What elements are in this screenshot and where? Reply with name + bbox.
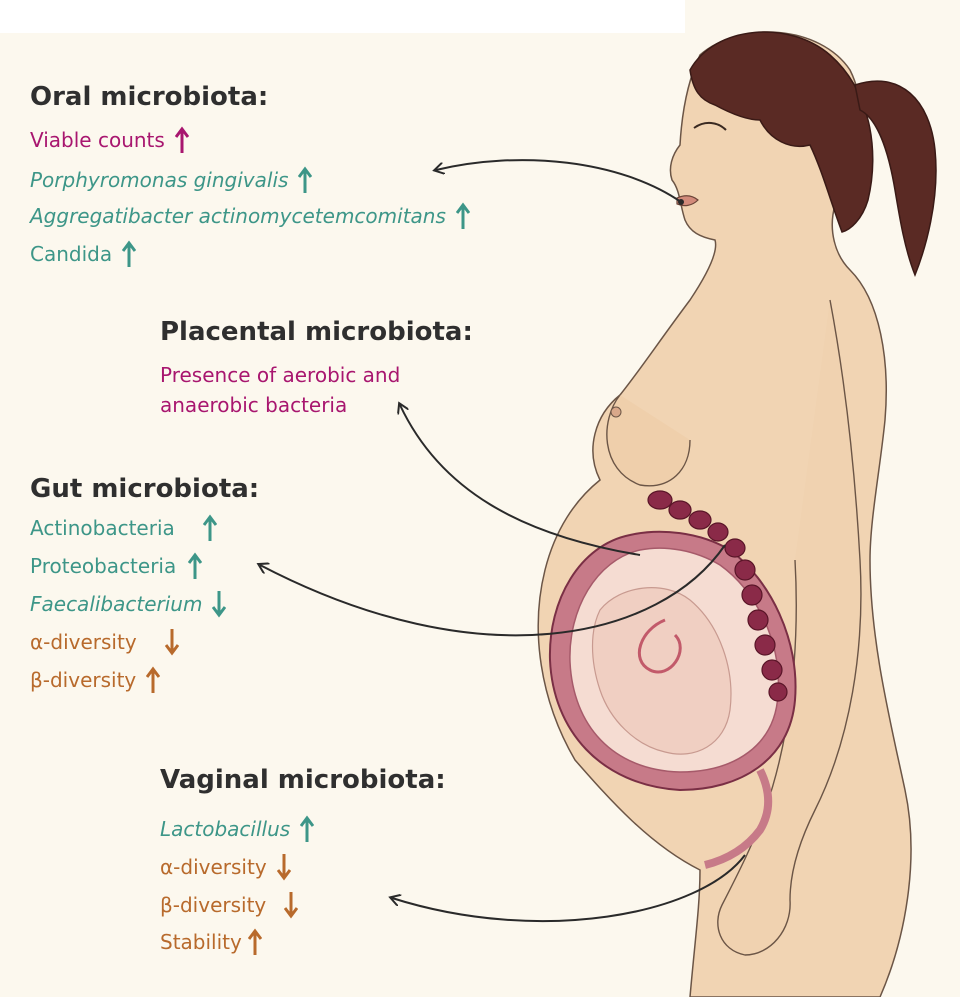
nipple: [610, 406, 622, 418]
arrow-up-icon: [122, 240, 137, 267]
arrow-up-icon: [455, 202, 470, 229]
arrow-up-icon: [202, 514, 217, 541]
placental-pointer-arrow: [400, 405, 641, 556]
oral-item-label: Aggregatibacter actinomycetemcomitans: [30, 204, 446, 228]
vaginal-item-label: α-diversity: [160, 855, 267, 879]
placental-line-1: Presence of aerobic and: [160, 363, 401, 387]
arrow-down-icon: [276, 854, 291, 881]
breast: [606, 394, 691, 487]
gut-heading: Gut microbiota:: [30, 474, 260, 504]
gut-item-faecalibacterium: Faecalibacterium: [30, 590, 227, 618]
oral-item-candida: Candida: [30, 240, 137, 268]
placental-heading: Placental microbiota:: [160, 317, 473, 347]
gut-item-label: Proteobacteria: [30, 554, 177, 578]
umbilical-cord: [637, 618, 682, 674]
vaginal-item-stability: Stability: [160, 928, 262, 956]
arrow-down-icon: [284, 892, 299, 919]
gut-item-label: Actinobacteria: [30, 516, 175, 540]
intestines: [647, 490, 788, 702]
gut-item-label: α-diversity: [30, 630, 137, 654]
oral-item-viable-counts: Viable counts: [30, 126, 189, 154]
arrow-down-icon: [164, 629, 179, 656]
vaginal-pointer-arrow: [392, 854, 746, 923]
hair: [689, 31, 874, 233]
gut-item-beta-diversity: β-diversity: [30, 666, 161, 694]
gut-pointer-arrow: [260, 544, 726, 637]
gut-item-alpha-diversity: α-diversity: [30, 628, 179, 656]
oral-pointer-arrow: [436, 159, 682, 203]
arrow-up-icon: [300, 815, 315, 842]
vaginal-item-alpha-diversity: α-diversity: [160, 853, 291, 881]
vaginal-heading: Vaginal microbiota:: [160, 765, 446, 795]
placental-line-2: anaerobic bacteria: [160, 393, 348, 417]
gut-item-proteobacteria: Proteobacteria: [30, 552, 203, 580]
arrow-up-icon: [188, 552, 203, 579]
oral-item-label: Viable counts: [30, 128, 165, 152]
arrow-up-icon: [174, 126, 189, 153]
vaginal-item-label: Stability: [160, 930, 242, 954]
arrow-up-icon: [247, 928, 262, 955]
vaginal-item-lactobacillus: Lactobacillus: [160, 815, 315, 843]
ponytail: [854, 80, 937, 278]
gut-item-label: β-diversity: [30, 668, 137, 692]
gut-item-actinobacteria: Actinobacteria: [30, 514, 217, 542]
vaginal-item-label: Lactobacillus: [160, 817, 291, 841]
placental-description: Presence of aerobic and anaerobic bacter…: [160, 360, 400, 420]
vaginal-item-label: β-diversity: [160, 893, 267, 917]
oral-item-label: Candida: [30, 242, 113, 266]
gut-item-label: Faecalibacterium: [30, 592, 203, 616]
background-tab: [685, 0, 960, 33]
arrow-down-icon: [212, 591, 227, 618]
oral-item-aggregatibacter: Aggregatibacter actinomycetemcomitans: [30, 202, 470, 230]
oral-heading: Oral microbiota:: [30, 82, 269, 112]
oral-item-porphyromonas: Porphyromonas gingivalis: [30, 166, 313, 194]
arrow-up-icon: [298, 166, 313, 193]
eye: [693, 122, 727, 131]
oral-item-label: Porphyromonas gingivalis: [30, 168, 289, 192]
vaginal-item-beta-diversity: β-diversity: [160, 891, 299, 919]
vaginal-canal: [703, 768, 773, 869]
arrow-up-icon: [146, 666, 161, 693]
